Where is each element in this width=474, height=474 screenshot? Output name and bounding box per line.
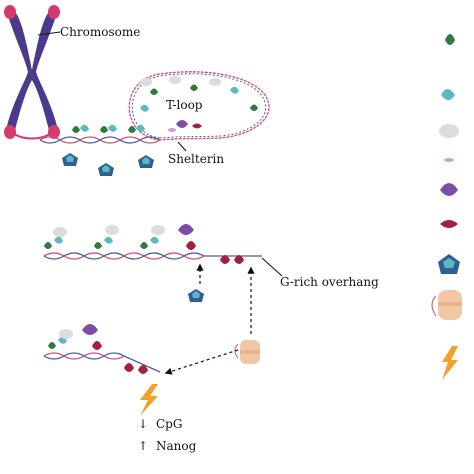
dashed-arrow-enzyme-to-bottom-strand [164, 349, 239, 375]
shelterin-pointer [177, 141, 187, 152]
lavender-peptide-icon [444, 158, 454, 162]
cpg-direction-arrow: ↓ [138, 417, 148, 431]
enzyme-complex-icon [431, 290, 462, 320]
legend-lightning-icon [442, 346, 458, 380]
t-loop-label: T-loop [166, 98, 203, 112]
chromosome-pointer [37, 31, 61, 36]
cpg-label: CpG [156, 417, 182, 431]
legend-column [431, 34, 462, 380]
overhang-pointer [261, 257, 283, 277]
chromosome-label: Chromosome [60, 25, 140, 39]
green-protein-icon [445, 34, 455, 45]
crimson-protein-icon [440, 220, 458, 228]
purple-protein-icon [440, 183, 458, 196]
shelterin-label: Shelterin [168, 152, 224, 166]
telomere-dna-strand [39, 136, 161, 144]
lightning-icon [140, 384, 158, 416]
nanog-direction-arrow: ↑ [138, 439, 148, 453]
middle-telomere-strand [43, 224, 262, 264]
blue-complex-group [62, 153, 154, 176]
shelterin-cluster [72, 76, 258, 133]
white-protein-icon [439, 124, 459, 138]
t-loop [128, 71, 270, 141]
bottom-telomere-strand [43, 324, 161, 374]
g-rich-overhang-label: G-rich overhang [280, 275, 379, 289]
chromosome-illustration [4, 5, 60, 140]
enzyme-complex [234, 340, 260, 364]
teal-protein-icon [441, 89, 455, 100]
free-blue-complex [188, 289, 204, 302]
nanog-label: Nanog [156, 439, 197, 453]
